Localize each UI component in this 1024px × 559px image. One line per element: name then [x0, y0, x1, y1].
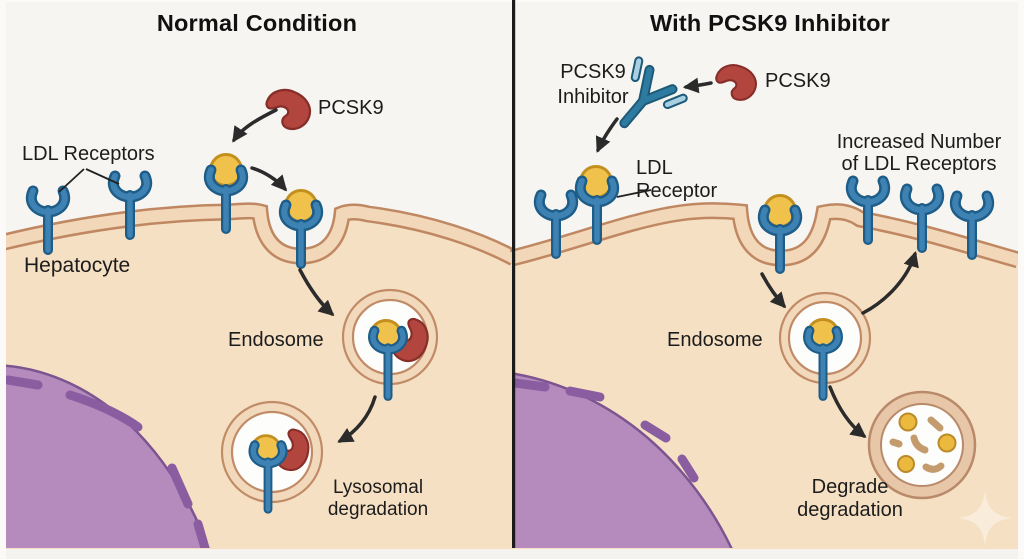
panel-title-normal: Normal Condition — [156, 10, 358, 36]
label-increased-receptors: Increased Number of LDL Receptors — [828, 131, 1010, 175]
label-line: LDL — [636, 157, 673, 179]
label-degradation-right: Degrade degradation — [782, 476, 918, 522]
endosome-icon — [778, 291, 872, 396]
label-lysosomal-degradation: Lysosomal degradation — [308, 477, 448, 521]
label-pcsk9-right: PCSK9 — [765, 70, 831, 92]
label-pointer-line — [58, 168, 120, 193]
label-line: of LDL Receptors — [841, 153, 997, 175]
label-pointer-line — [616, 189, 652, 198]
label-ldl-receptor-right: LDL Receptor — [636, 157, 717, 203]
label-endosome-right: Endosome — [667, 329, 763, 351]
arrow-icon — [595, 77, 919, 438]
degradation-vesicle-icon — [867, 390, 977, 500]
label-hepatocyte: Hepatocyte — [24, 254, 131, 277]
label-ldl-receptors: LDL Receptors — [22, 143, 155, 165]
frame-bottom — [0, 549, 1024, 559]
antibody-icon — [619, 56, 688, 129]
label-pcsk9-left: PCSK9 — [318, 97, 384, 119]
label-line: degradation — [797, 499, 903, 521]
sparkle-icon — [958, 491, 1012, 545]
frame-right — [1018, 0, 1024, 559]
label-line: Receptor — [636, 180, 718, 202]
label-line: Inhibitor — [557, 86, 629, 108]
label-line: Degrade — [811, 476, 889, 498]
panel-title-inhibitor: With PCSK9 Inhibitor — [649, 10, 891, 36]
label-line: PCSK9 — [560, 61, 626, 83]
nucleus-icon — [6, 364, 210, 548]
label-line: Increased Number — [836, 131, 1002, 153]
label-pcsk9-inhibitor: PCSK9 Inhibitor — [536, 60, 650, 110]
frame-left — [0, 0, 6, 559]
endosome-icon — [341, 288, 439, 396]
panel-divider — [512, 0, 516, 548]
label-endosome-left: Endosome — [228, 329, 324, 351]
label-line: degradation — [327, 499, 429, 520]
arrow-icon — [232, 108, 377, 443]
lysosome-icon — [220, 400, 324, 509]
label-line: Lysosomal — [332, 477, 424, 498]
nucleus-icon — [515, 372, 733, 548]
